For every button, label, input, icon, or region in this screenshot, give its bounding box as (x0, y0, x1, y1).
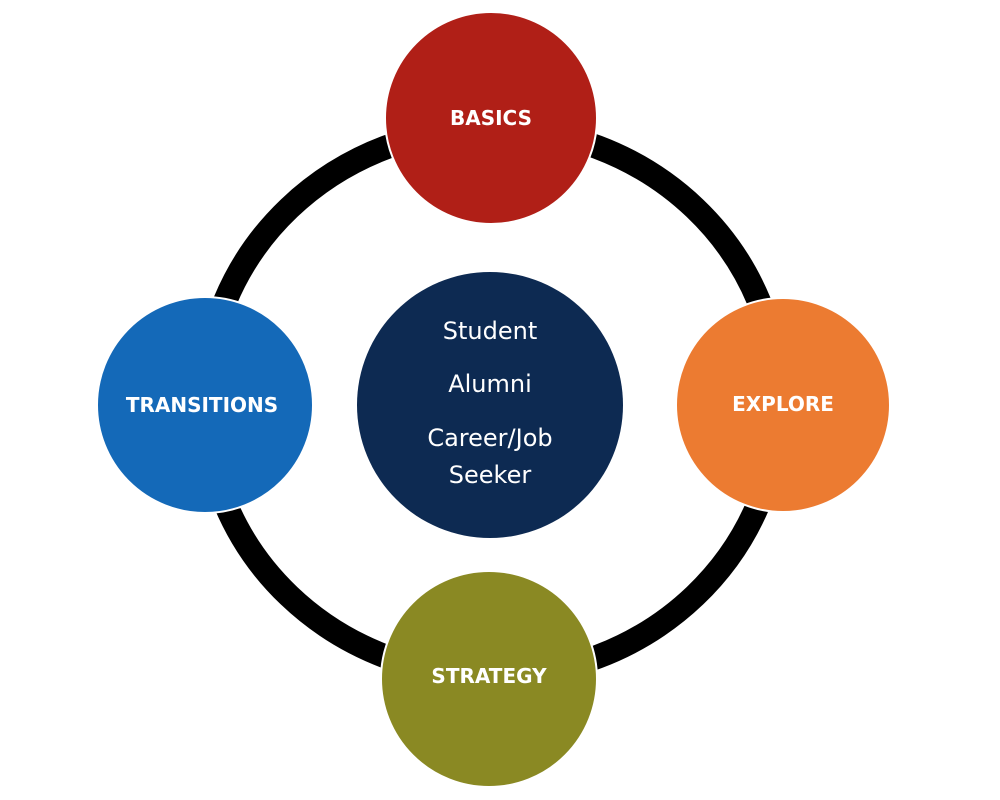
strategy-label: STRATEGY (431, 664, 547, 688)
node-basics: BASICS (384, 11, 598, 225)
basics-label: BASICS (450, 106, 532, 130)
center-label-seeker: Seeker (449, 461, 532, 489)
strategy-circle (380, 570, 598, 788)
node-transitions: TRANSITIONS (96, 296, 314, 514)
explore-circle (675, 297, 891, 513)
node-strategy: STRATEGY (380, 570, 598, 788)
center-label-career-job: Career/Job (427, 424, 552, 452)
center-label-alumni: Alumni (448, 370, 532, 398)
center-circle (357, 272, 623, 538)
node-explore: EXPLORE (675, 297, 891, 513)
center-label-student: Student (443, 317, 537, 345)
explore-label: EXPLORE (732, 392, 834, 416)
basics-circle (384, 11, 598, 225)
transitions-label: TRANSITIONS (126, 393, 278, 417)
center-hub: Student Alumni Career/Job Seeker (357, 272, 623, 538)
transitions-circle (96, 296, 314, 514)
